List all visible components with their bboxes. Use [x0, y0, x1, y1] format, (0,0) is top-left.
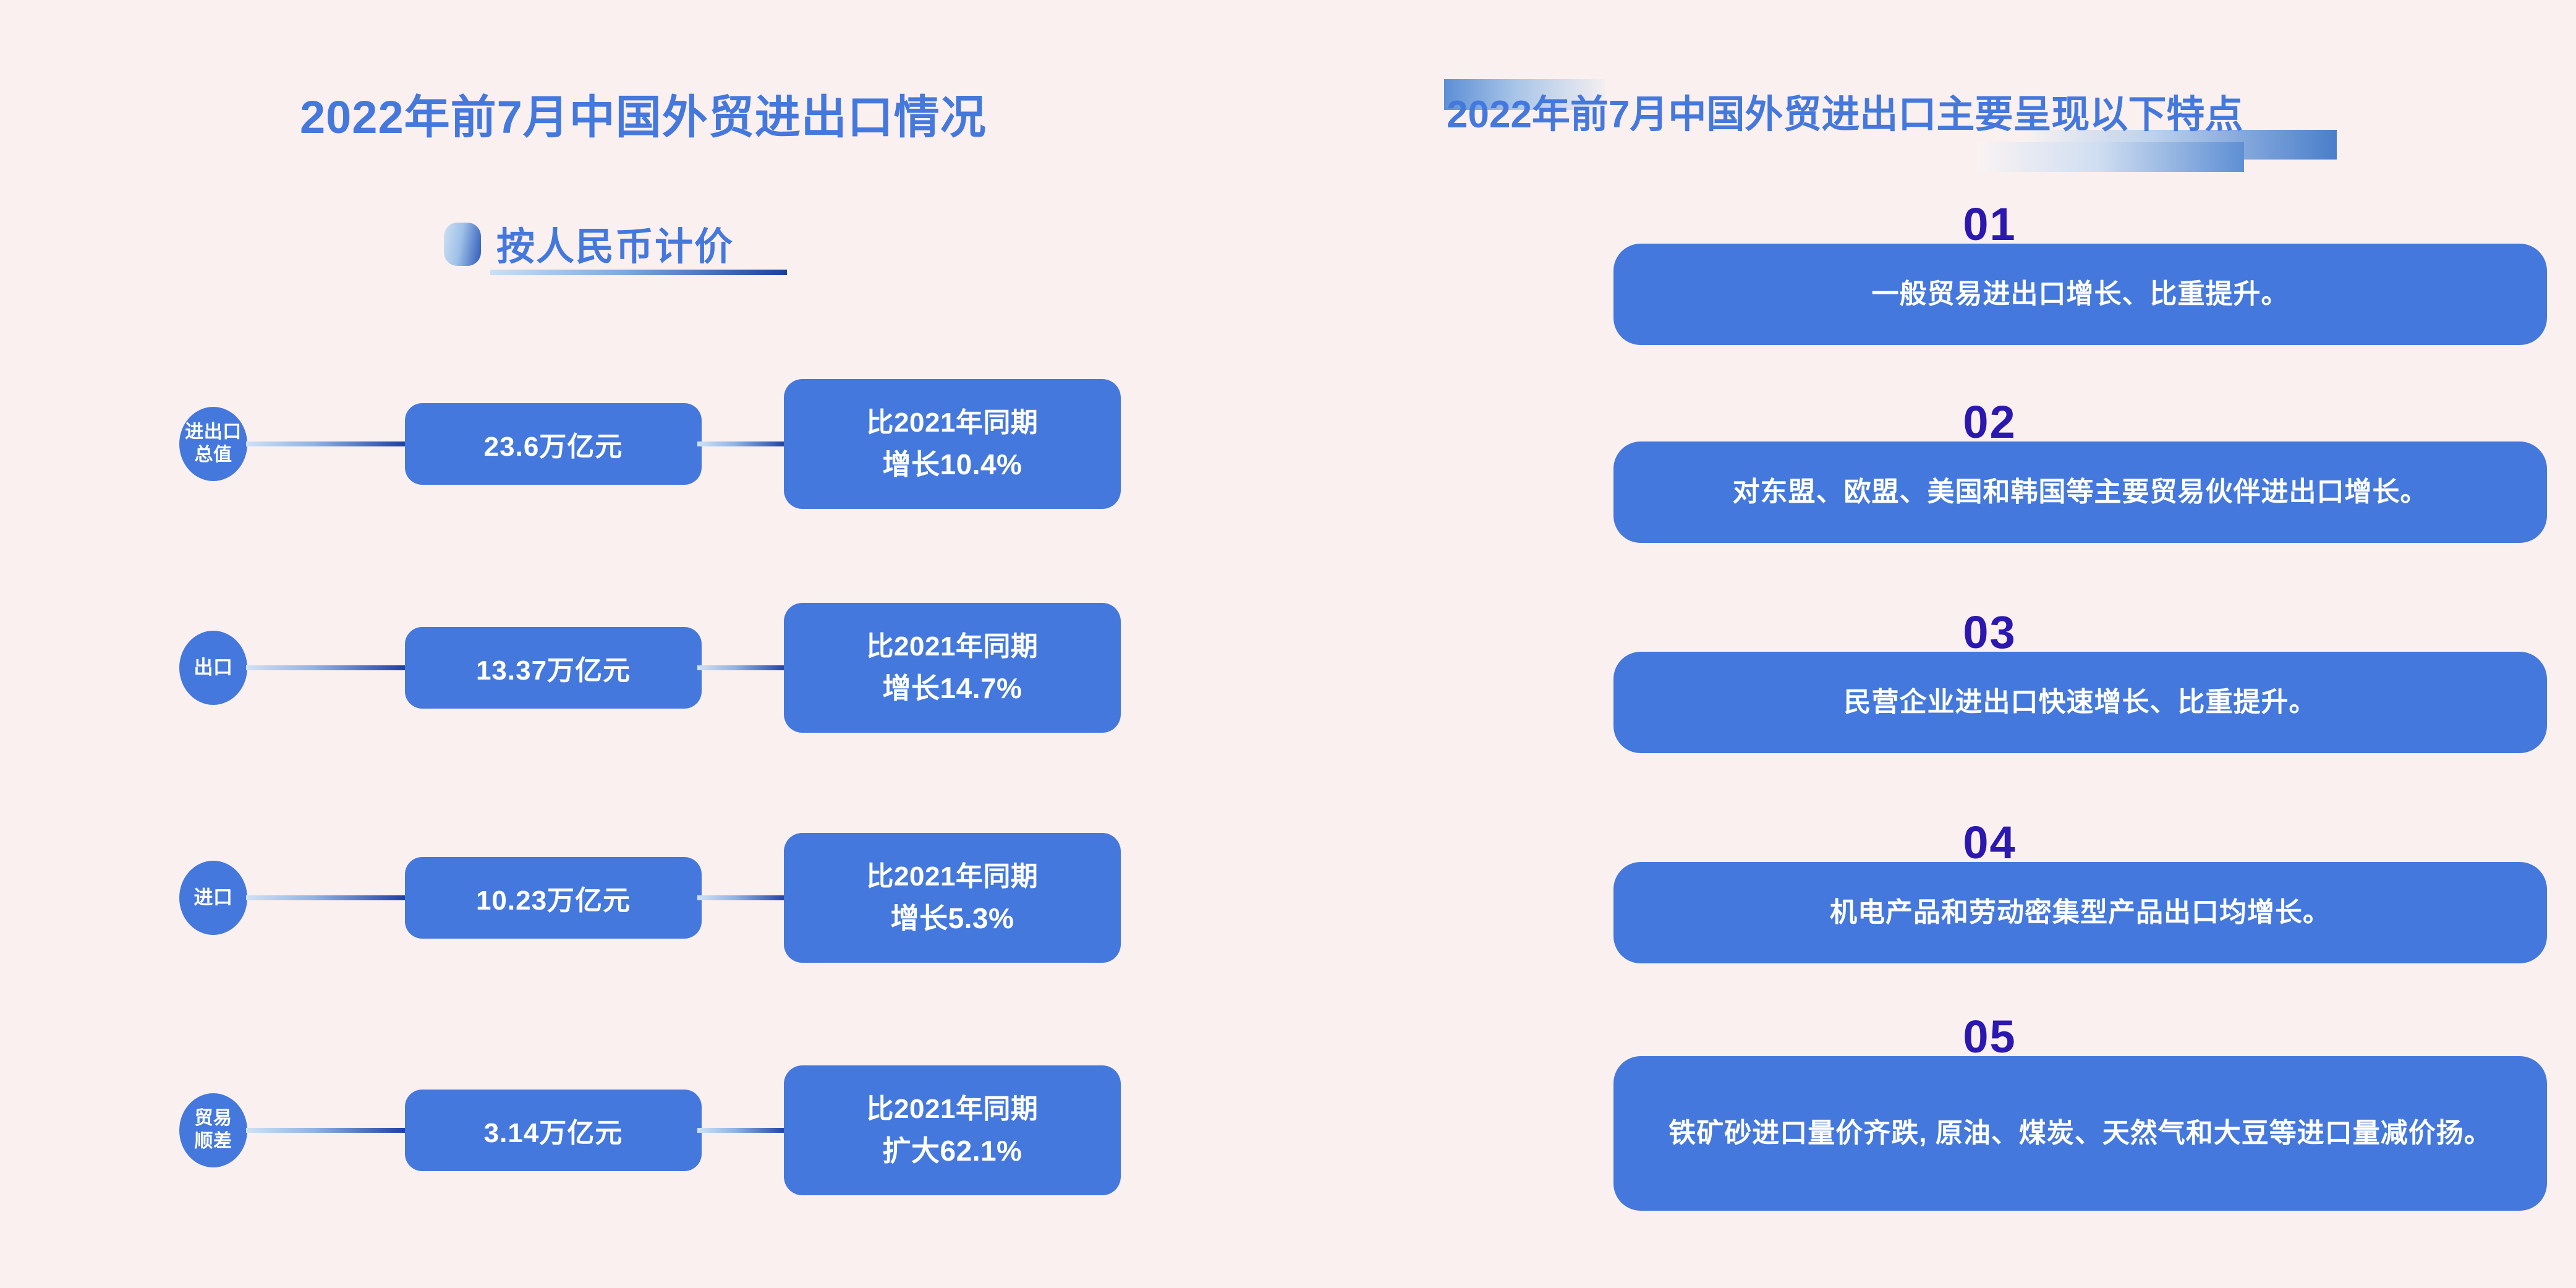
- row-label-line: 总值: [194, 445, 232, 465]
- row-growth-box: 比2021年同期 增长5.3%: [784, 833, 1121, 963]
- feature-number: 04: [1963, 817, 2017, 868]
- feature-number: 01: [1963, 198, 2017, 250]
- row-value-box: 3.14万亿元: [405, 1090, 702, 1171]
- data-row: 出口 13.37万亿元 比2021年同期 增长14.7%: [0, 594, 1403, 742]
- feature-card-text: 铁矿砂进口量价齐跌, 原油、煤炭、天然气和大豆等进口量减价扬。: [1613, 1056, 2547, 1211]
- growth-compare-text: 比2021年同期: [866, 1093, 1039, 1124]
- right-panel: 2022年前7月中国外贸进出口主要呈现以下特点 01 一般贸易进出口增长、比重提…: [1403, 0, 2576, 1288]
- data-row: 进出口 总值 23.6万亿元 比2021年同期 增长10.4%: [0, 370, 1403, 518]
- data-row: 贸易 顺差 3.14万亿元 比2021年同期 扩大62.1%: [0, 1056, 1403, 1205]
- left-page-title: 2022年前7月中国外贸进出口情况: [300, 92, 987, 143]
- connector-line: [697, 665, 787, 670]
- growth-compare-text: 比2021年同期: [866, 407, 1039, 438]
- feature-number: 05: [1963, 1011, 2017, 1062]
- feature-number: 02: [1963, 396, 2017, 448]
- feature-card-text: 一般贸易进出口增长、比重提升。: [1613, 244, 2547, 345]
- connector-line: [697, 895, 787, 900]
- right-page-title: 2022年前7月中国外贸进出口主要呈现以下特点: [1447, 93, 2243, 136]
- subtitle-label: 按人民币计价: [496, 226, 734, 268]
- row-growth-box: 比2021年同期 增长14.7%: [784, 603, 1121, 733]
- row-label-circle: 贸易 顺差: [179, 1093, 247, 1167]
- row-value-box: 23.6万亿元: [405, 403, 702, 485]
- row-label-line: 进出口: [185, 422, 242, 443]
- row-label-circle: 出口: [179, 631, 247, 705]
- row-label-line: 顺差: [194, 1131, 232, 1151]
- connector-line: [246, 1128, 407, 1133]
- connector-line: [246, 441, 407, 446]
- growth-compare-text: 比2021年同期: [866, 631, 1039, 662]
- left-panel: 2022年前7月中国外贸进出口情况 按人民币计价 进出口 总值 23.6万亿元 …: [0, 92, 1403, 1205]
- right-header-group: 2022年前7月中国外贸进出口主要呈现以下特点: [1403, 62, 2576, 173]
- pill-marker-icon: [444, 223, 481, 266]
- row-value-box: 10.23万亿元: [405, 857, 702, 939]
- row-label-line: 贸易: [194, 1108, 232, 1129]
- row-label-line: 出口: [193, 657, 233, 679]
- decorative-gradient-bar: [1444, 79, 1605, 110]
- row-label-line: 进口: [193, 887, 233, 909]
- feature-card-text: 民营企业进出口快速增长、比重提升。: [1613, 652, 2547, 753]
- feature-card-text: 对东盟、欧盟、美国和韩国等主要贸易伙伴进出口增长。: [1613, 441, 2547, 543]
- decorative-gradient-bar: [1978, 142, 2244, 172]
- feature-number: 03: [1963, 607, 2017, 658]
- data-row: 进口 10.23万亿元 比2021年同期 增长5.3%: [0, 824, 1403, 972]
- row-label-circle: 进口: [179, 861, 247, 935]
- feature-card-text: 机电产品和劳动密集型产品出口均增长。: [1613, 862, 2547, 963]
- connector-line: [246, 895, 407, 900]
- row-growth-box: 比2021年同期 扩大62.1%: [784, 1065, 1121, 1195]
- connector-line: [246, 665, 407, 670]
- growth-change-text: 扩大62.1%: [882, 1134, 1022, 1167]
- connector-line: [697, 1128, 787, 1133]
- subtitle-underline: [490, 270, 787, 275]
- growth-change-text: 增长5.3%: [890, 902, 1014, 934]
- row-label-circle: 进出口 总值: [179, 407, 247, 481]
- row-growth-box: 比2021年同期 增长10.4%: [784, 379, 1121, 509]
- growth-change-text: 增长10.4%: [882, 448, 1022, 480]
- row-value-box: 13.37万亿元: [405, 627, 702, 709]
- growth-compare-text: 比2021年同期: [866, 861, 1039, 892]
- connector-line: [697, 441, 787, 446]
- growth-change-text: 增长14.7%: [882, 672, 1022, 704]
- subtitle-group: 按人民币计价: [444, 210, 790, 278]
